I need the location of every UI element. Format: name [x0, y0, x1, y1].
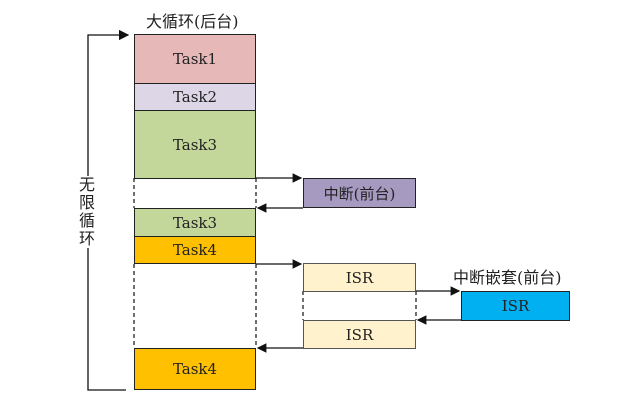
- task2-block: Task2: [134, 83, 256, 111]
- loop-label: 无限循环: [79, 175, 97, 248]
- interrupt-block: 中断(前台): [303, 178, 416, 208]
- task3-block: Task3: [134, 110, 256, 179]
- task1-block: Task1: [134, 34, 256, 84]
- dashed-gaps: [133, 178, 417, 348]
- task3-resume-block: Task3: [134, 208, 256, 237]
- isr-resume-block: ISR: [303, 320, 416, 349]
- nested-isr-block: ISR: [461, 291, 570, 321]
- title: 大循环(后台): [146, 12, 239, 31]
- isr-block: ISR: [303, 263, 416, 292]
- task4-block: Task4: [134, 236, 256, 264]
- nested-label: 中断嵌套(前台): [453, 268, 562, 287]
- task4-resume-block: Task4: [134, 348, 256, 390]
